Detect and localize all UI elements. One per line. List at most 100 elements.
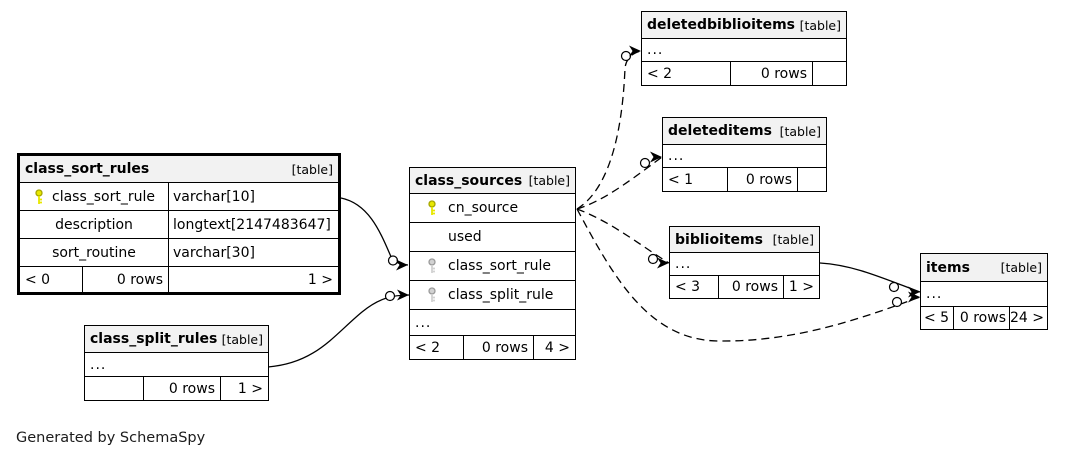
column-row: class_sort_rule varchar[10] [20, 183, 338, 211]
footer-children-count: 1 > [237, 380, 263, 397]
table-name[interactable]: deletedbiblioitems [647, 17, 795, 33]
columns-ellipsis-row: ... [663, 145, 826, 168]
table-name[interactable]: class_sort_rules [25, 161, 150, 177]
column-name: class_split_rule [448, 287, 554, 303]
endpoint-circle [387, 255, 399, 266]
footer-row-count: 0 rows [464, 336, 534, 359]
table-class_sort_rules[interactable]: class_sort_rules [table] class_sort_rule… [17, 153, 341, 295]
column-row: cn_source [410, 194, 575, 223]
table-deleteditems[interactable]: deleteditems [table] ... < 1 0 rows [662, 117, 827, 192]
table-header[interactable]: deleteditems [table] [663, 118, 826, 145]
primary-key-icon [33, 188, 47, 205]
table-type-label: [table] [221, 331, 263, 347]
column-name-cell: description [20, 211, 169, 238]
endpoint-arrow [657, 257, 669, 269]
columns-ellipsis-row: ... [85, 353, 268, 377]
endpoint-circle [639, 157, 651, 169]
table-type-label: [table] [779, 123, 821, 139]
table-name[interactable]: deleteditems [668, 123, 772, 139]
endpoint-arrow [908, 291, 920, 303]
columns-ellipsis-row: ... [921, 282, 1047, 307]
columns-ellipsis-row: ... [642, 39, 846, 62]
footer-row-count: 0 rows [83, 267, 169, 292]
column-row: class_split_rule [410, 281, 575, 310]
column-type: longtext[2147483647] [173, 216, 331, 233]
column-row: sort_routine varchar[30] [20, 239, 338, 267]
column-name: description [55, 216, 133, 233]
table-footer: < 1 0 rows [663, 168, 826, 191]
footer-children-count: 24 > [1010, 310, 1044, 326]
implied-line-class_sources-deleteditems [576, 156, 663, 210]
table-biblioitems[interactable]: biblioitems [table] ... < 3 0 rows 1 > [669, 226, 820, 299]
footer-parents-count: < 2 [410, 336, 464, 359]
footer-children-count: 1 > [788, 279, 814, 295]
footer-parents-count: < 0 [20, 267, 83, 292]
table-header[interactable]: class_sources [table] [410, 168, 575, 194]
footer-parents-count [85, 377, 144, 400]
endpoint-arrow [650, 151, 662, 163]
table-footer: < 2 0 rows [642, 62, 846, 85]
table-name[interactable]: items [926, 259, 970, 276]
table-header[interactable]: items [table] [921, 254, 1047, 282]
footer-row-count: 0 rows [728, 168, 798, 191]
footer-parents-count: < 5 [921, 307, 954, 329]
table-name[interactable]: class_sources [415, 172, 523, 189]
table-header[interactable]: biblioitems [table] [670, 227, 819, 253]
columns-ellipsis-row: ... [670, 253, 819, 276]
column-name: used [448, 229, 482, 245]
footer-row-count: 0 rows [731, 62, 813, 85]
table-items[interactable]: items [table] ... < 5 0 rows 24 > [920, 253, 1048, 330]
column-name-cell: sort_routine [20, 239, 169, 266]
foreign-key-icon [426, 258, 440, 274]
footer-row-count: 0 rows [719, 276, 784, 298]
table-header[interactable]: class_sort_rules [table] [20, 156, 338, 183]
column-row: class_sort_rule [410, 252, 575, 281]
endpoint-circle [384, 290, 396, 302]
generated-by-note: Generated by SchemaSpy [16, 430, 206, 446]
footer-children-count [798, 168, 826, 191]
endpoint-circle [647, 253, 659, 265]
table-footer: 0 rows 1 > [85, 377, 268, 400]
relationship-line-class_split_rules-class_sources [267, 294, 410, 368]
column-name: class_sort_rule [448, 258, 551, 274]
table-class_sources[interactable]: class_sources [table] cn_source used [409, 167, 576, 360]
table-footer: < 0 0 rows 1 > [20, 267, 338, 292]
table-class_split_rules[interactable]: class_split_rules [table] ... 0 rows 1 > [84, 325, 269, 401]
column-name-cell: class_sort_rule [20, 183, 169, 210]
column-type: varchar[10] [173, 188, 255, 205]
columns-ellipsis-row: ... [410, 310, 575, 336]
endpoint-arrow [908, 286, 920, 298]
footer-parents-count: < 2 [642, 62, 731, 85]
table-type-label: [table] [1000, 260, 1042, 275]
endpoint-arrow [397, 289, 409, 301]
footer-children-count: 1 > [307, 271, 333, 288]
endpoint-circle [888, 281, 900, 293]
relationship-line-biblioitems-items [819, 262, 921, 293]
footer-parents-count: < 1 [663, 168, 728, 191]
footer-row-count: 0 rows [954, 307, 1010, 329]
relationship-line-class_sort_rules-class_sources [340, 197, 409, 266]
column-row: description longtext[2147483647] [20, 211, 338, 239]
table-type-label: [table] [772, 232, 814, 247]
table-type-label: [table] [799, 17, 841, 33]
footer-children-count [813, 62, 846, 85]
column-name: sort_routine [52, 244, 136, 261]
table-footer: < 3 0 rows 1 > [670, 276, 819, 298]
primary-key-icon [426, 200, 440, 216]
table-name[interactable]: class_split_rules [90, 331, 218, 347]
footer-parents-count: < 3 [670, 276, 719, 298]
table-footer: < 2 0 rows 4 > [410, 336, 575, 359]
table-name[interactable]: biblioitems [675, 231, 763, 248]
table-header[interactable]: class_split_rules [table] [85, 326, 268, 353]
footer-row-count: 0 rows [144, 377, 221, 400]
table-deletedbiblioitems[interactable]: deletedbiblioitems [table] ... < 2 0 row… [641, 11, 847, 86]
table-footer: < 5 0 rows 24 > [921, 307, 1047, 329]
implied-line-class_sources-biblioitems [576, 208, 670, 264]
foreign-key-icon [426, 287, 440, 303]
column-row: used [410, 223, 575, 252]
table-header[interactable]: deletedbiblioitems [table] [642, 12, 846, 39]
column-name: class_sort_rule [52, 188, 155, 205]
endpoint-arrow [396, 259, 408, 271]
column-name: cn_source [448, 200, 519, 216]
